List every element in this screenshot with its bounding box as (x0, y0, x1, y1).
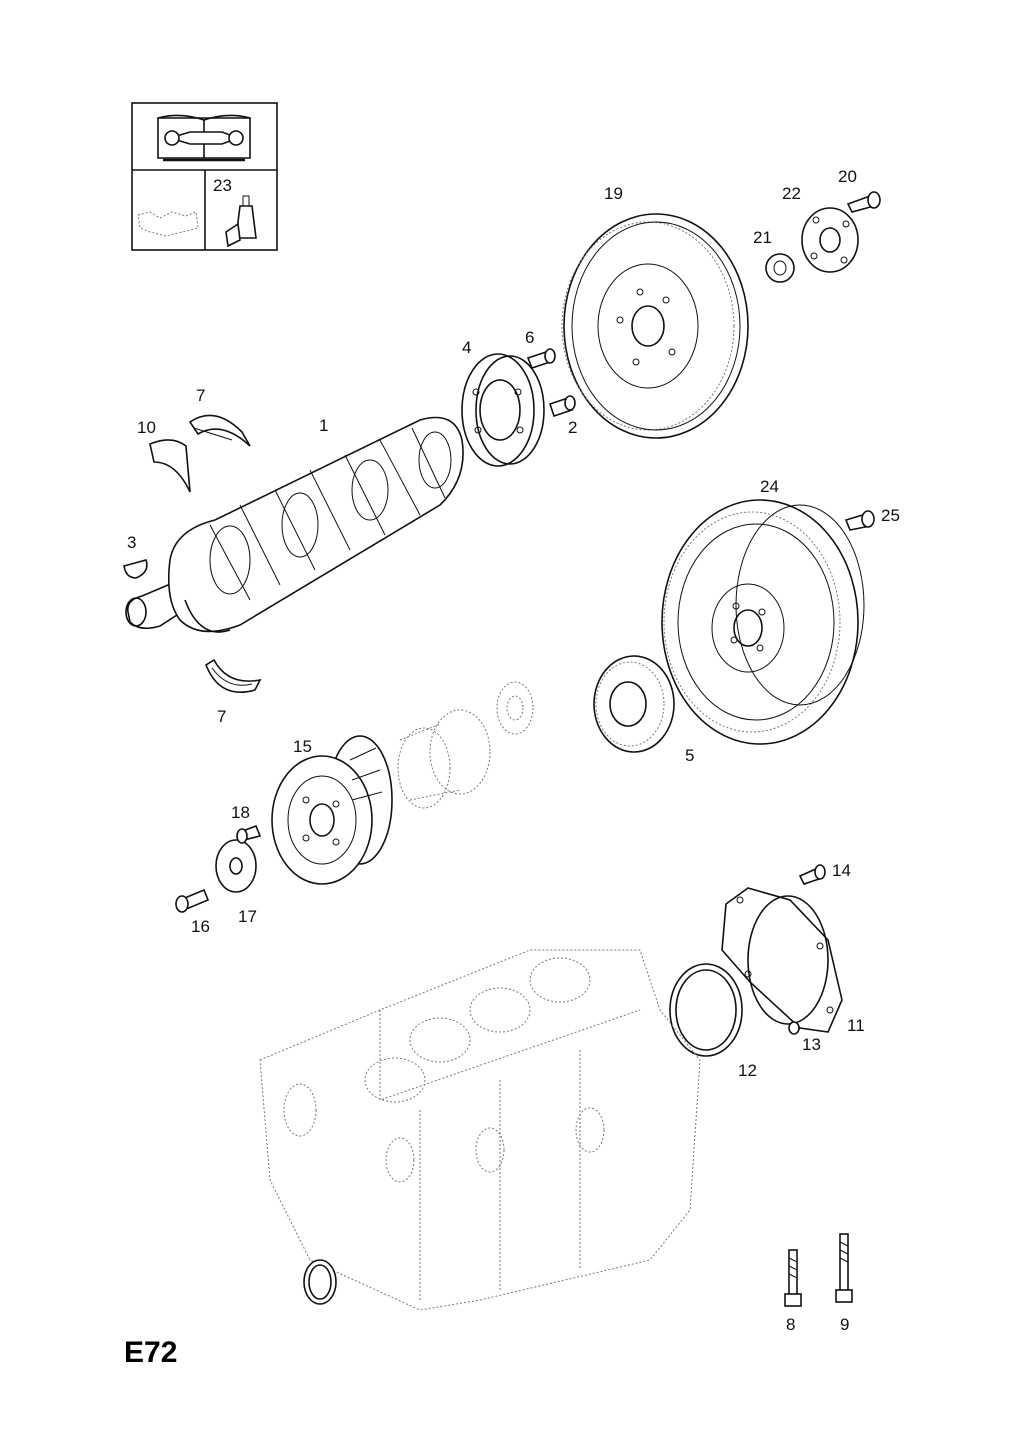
callout-5: 5 (685, 746, 694, 765)
callout-7-lower: 7 (217, 707, 226, 726)
legend-box: 23 (131, 102, 278, 251)
pulley-bolt-large (175, 888, 210, 913)
callout-24: 24 (760, 477, 779, 496)
callout-1: 1 (319, 416, 328, 435)
callout-25: 25 (881, 506, 900, 525)
spacer-ghost (496, 681, 534, 735)
timing-pulley-ghost (397, 709, 491, 809)
legend-callout-23: 23 (213, 176, 232, 195)
dowel-pin (548, 395, 576, 418)
callout-2: 2 (568, 418, 577, 437)
callout-8: 8 (786, 1315, 795, 1334)
engine-block-ghost (259, 949, 701, 1311)
manual-wrench-book-icon (157, 114, 251, 162)
crankshaft-sprocket (593, 655, 675, 753)
callout-10: 10 (137, 418, 156, 437)
callout-4: 4 (462, 338, 471, 357)
rear-oil-seal-housing (721, 887, 843, 1033)
callout-14: 14 (832, 861, 851, 880)
main-bearing-bolt-short (784, 1249, 802, 1307)
callout-9: 9 (840, 1315, 849, 1334)
sealant-tube-icon (225, 195, 257, 248)
woodruff-key (123, 559, 148, 579)
flywheel-ring-gear (661, 499, 865, 745)
callout-7-upper: 7 (196, 386, 205, 405)
flywheel-bolt-small (526, 348, 556, 369)
thrust-washer (149, 439, 191, 493)
callout-12: 12 (738, 1061, 757, 1080)
main-bearing-bolt-long (835, 1233, 853, 1303)
flywheel-spacer (765, 253, 795, 283)
engine-block-seal-ring (303, 1259, 337, 1305)
pulley-bolt-small (236, 824, 262, 844)
crankshaft (125, 416, 464, 633)
callout-18: 18 (231, 803, 250, 822)
callout-13: 13 (802, 1035, 821, 1054)
bearing-shell-lower (205, 658, 262, 694)
rear-oil-seal (669, 963, 743, 1057)
callout-16: 16 (191, 917, 210, 936)
callout-6: 6 (525, 328, 534, 347)
callout-11: 11 (847, 1016, 865, 1035)
pulley-washer (215, 839, 257, 893)
housing-bolt (798, 864, 826, 885)
callout-17: 17 (238, 907, 257, 926)
flywheel-mounting-bolt (844, 510, 875, 531)
oil-seal-plug (788, 1021, 800, 1035)
rear-seal-carrier (461, 353, 545, 467)
bearing-shell-upper (188, 414, 251, 447)
diagram-code: E72 (124, 1336, 177, 1369)
callout-3: 3 (127, 533, 136, 552)
callout-21: 21 (753, 228, 772, 247)
flywheel-bolt (846, 191, 881, 213)
callout-labels: 1 2 3 4 5 6 7 7 8 9 10 11 12 13 14 15 16… (127, 167, 900, 1334)
callout-22: 22 (782, 184, 801, 203)
callout-19: 19 (604, 184, 623, 203)
dual-mass-flywheel (561, 213, 749, 439)
callout-15: 15 (293, 737, 312, 756)
callout-20: 20 (838, 167, 857, 186)
flywheel-washer-plate (801, 207, 859, 273)
sealant-gasket-icon (137, 211, 199, 237)
crankshaft-pulley (271, 735, 393, 885)
